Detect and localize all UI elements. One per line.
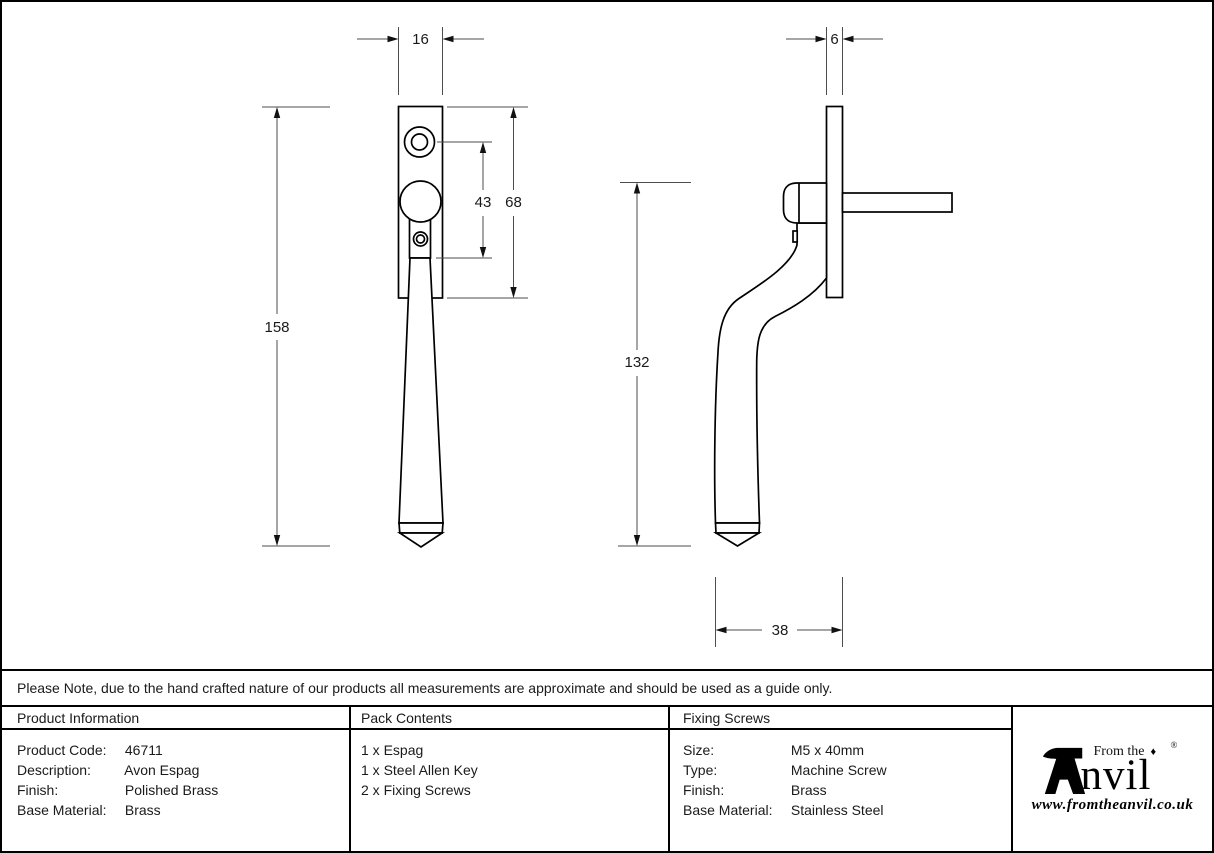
dimension-front-total-height: 158	[264, 319, 289, 336]
side-knob	[782, 182, 828, 224]
disclaimer-note: Please Note, due to the hand crafted nat…	[2, 669, 1212, 707]
fixing-screws-header: Fixing Screws	[670, 707, 1011, 730]
list-item: 1 x Espag	[361, 742, 424, 758]
table-row: Size: M5 x 40mm	[683, 740, 1011, 760]
side-view-dimensions: 6 132 38	[618, 27, 883, 647]
front-grip-band	[398, 522, 444, 534]
row-label: Finish:	[17, 782, 59, 798]
front-knob	[399, 180, 442, 223]
row-value: Stainless Steel	[790, 802, 884, 818]
side-spindle	[841, 192, 953, 213]
front-screw-hole-inner	[410, 133, 429, 151]
row-label: Base Material:	[17, 802, 107, 818]
logo-tagline: From the	[1093, 744, 1145, 759]
dimension-side-handle-height: 132	[624, 354, 649, 371]
dimension-front-screw-spacing: 43	[475, 194, 492, 211]
table-row: Product Code: 46711	[17, 740, 349, 760]
row-value: Brass	[790, 782, 827, 798]
front-grip-tip	[396, 532, 446, 549]
table-row: Base Material: Brass	[17, 800, 349, 820]
diamond-icon: ♦	[1150, 746, 1157, 758]
spec-table: Product Information Product Code: 46711 …	[2, 707, 1212, 851]
row-label: Description:	[17, 762, 91, 778]
front-view-drawing	[396, 105, 446, 549]
row-label: Type:	[683, 762, 718, 778]
pack-contents-header: Pack Contents	[351, 707, 668, 730]
brand-logo: From the ♦ ® nvil www.fromtheanvil.co.uk	[1031, 740, 1194, 814]
registered-trademark: ®	[1170, 740, 1178, 750]
dimension-front-plate-height: 68	[505, 194, 522, 211]
table-row: Finish: Polished Brass	[17, 780, 349, 800]
side-grip-tip	[712, 532, 763, 547]
side-view-drawing	[712, 105, 953, 547]
side-grip-band	[714, 522, 761, 534]
anvil-icon	[1042, 747, 1085, 794]
table-row: Finish: Brass	[683, 780, 1011, 800]
row-value: Brass	[124, 802, 161, 818]
row-value: Machine Screw	[790, 762, 887, 778]
row-label: Finish:	[683, 782, 725, 798]
dimension-side-plate-thickness: 6	[830, 31, 838, 48]
row-value: Polished Brass	[124, 782, 219, 798]
row-label: Base Material:	[683, 802, 773, 818]
table-row: Type: Machine Screw	[683, 760, 1011, 780]
row-label: Size:	[683, 742, 715, 758]
fixing-screws-column: Fixing Screws Size: M5 x 40mm Type: Mach…	[668, 707, 1011, 851]
drawing-area: 16 158 68 43	[262, 27, 953, 647]
row-label: Product Code:	[17, 742, 107, 758]
product-information-header: Product Information	[2, 707, 349, 730]
row-value: M5 x 40mm	[790, 742, 865, 758]
dimension-front-width: 16	[412, 31, 429, 48]
pack-contents-column: Pack Contents 1 x Espag 1 x Steel Allen …	[349, 707, 668, 851]
product-information-column: Product Information Product Code: 46711 …	[2, 707, 349, 851]
row-value: Avon Espag	[124, 762, 200, 778]
front-grub-screw-inner	[415, 234, 426, 244]
dimension-side-projection: 38	[772, 622, 789, 639]
side-grub-screw	[792, 230, 799, 243]
table-row: Base Material: Stainless Steel	[683, 800, 1011, 820]
brand-website: www.fromtheanvil.co.uk	[1031, 797, 1194, 813]
brand-name: nvil	[1080, 752, 1152, 799]
table-row: Description: Avon Espag	[17, 760, 349, 780]
row-value: 46711	[124, 742, 163, 758]
brand-logo-cell: From the ♦ ® nvil www.fromtheanvil.co.uk	[1011, 707, 1212, 851]
list-item: 2 x Fixing Screws	[361, 782, 471, 798]
list-item: 1 x Steel Allen Key	[361, 762, 478, 778]
side-arm	[713, 222, 828, 524]
disclaimer-note-text: Please Note, due to the hand crafted nat…	[17, 680, 833, 696]
side-backplate	[825, 105, 844, 299]
front-view-dimensions: 16 158 68 43	[262, 27, 528, 547]
